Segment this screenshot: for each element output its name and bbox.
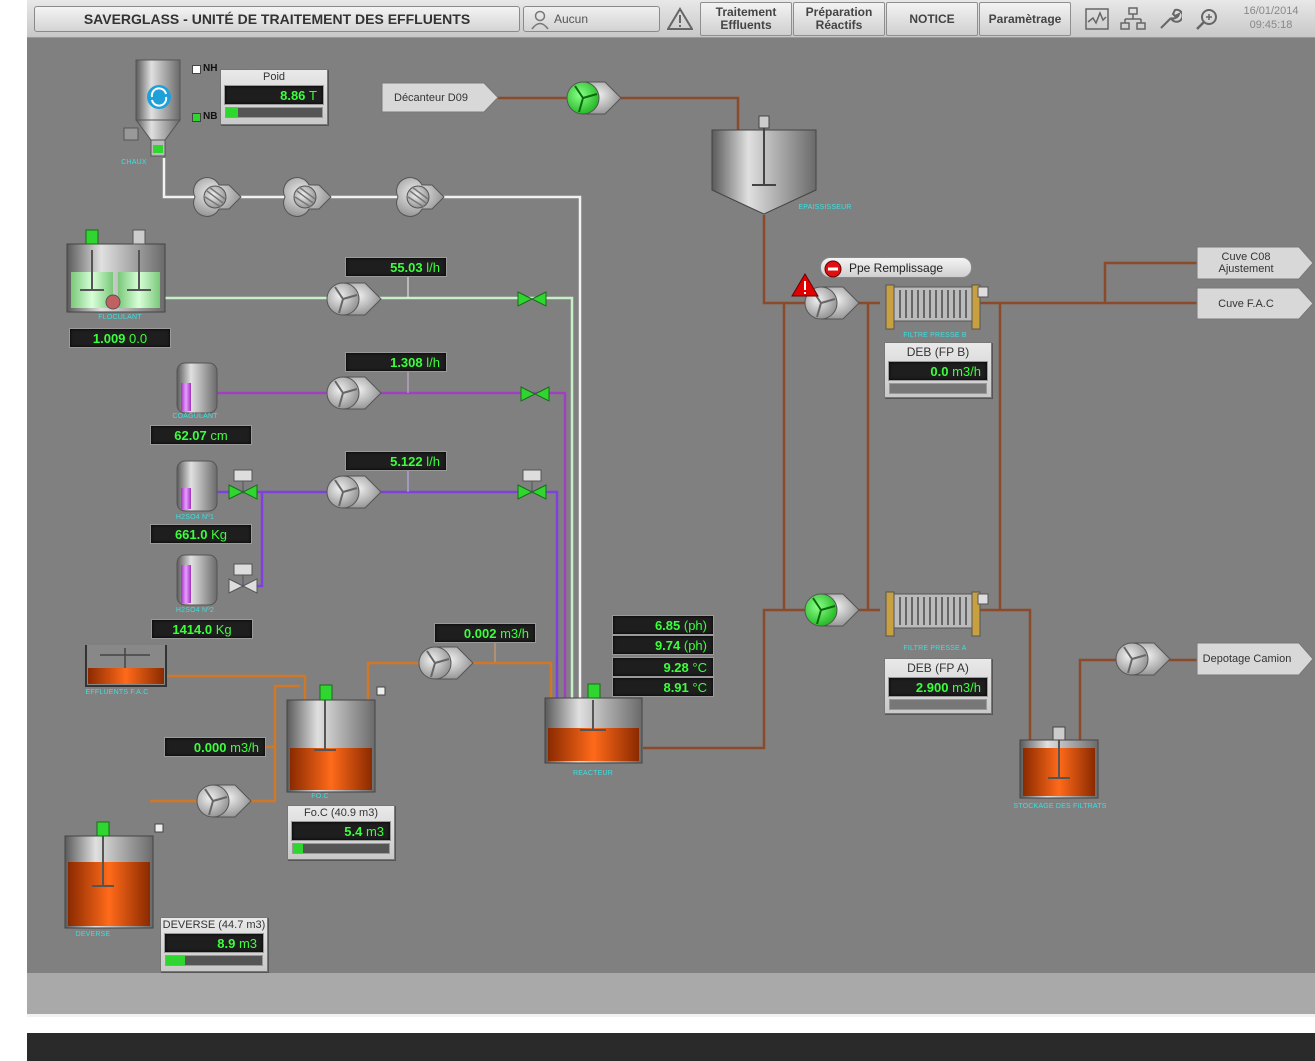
coagulant-tag: COAGULANT [172,413,218,420]
floculant-flow: 55.03 l/h [345,257,447,277]
h2so4-2-value: 1414.0 Kg [151,619,253,639]
user-name: Aucun [554,12,589,26]
deb-fp-a-panel[interactable]: DEB (FP A) 2.900 m3/h [884,658,992,714]
foc-flow: 0.002 m3/h [434,623,536,643]
pumps [196,81,1171,818]
h2so4-2-tag: H2SO4 Nº2 [175,607,215,614]
epaississeur-tag: EPAISSISSEUR [798,204,852,211]
epaississeur-tank [711,115,817,215]
chaux-silo [123,59,181,157]
poid-level-bar [225,107,323,118]
deverse-tag: DEVERSE [75,931,111,938]
pipe-h2so4 [215,490,559,700]
foc-tank [286,684,386,793]
process-canvas [27,38,1315,973]
nb-indicator [192,113,201,122]
valves [228,291,550,594]
effluents-fac-basin [85,645,167,687]
decanteur-d09-button[interactable]: Décanteur D09 [381,82,499,113]
h2so4-2-drum [176,554,218,606]
deb-fp-b-panel[interactable]: DEB (FP B) 0.0 m3/h [884,342,992,398]
h2so4-1-drum [176,460,218,512]
poid-level-fill [226,108,238,117]
warning-triangle-icon [791,273,819,297]
floculant-value: 1.009 0.0 [69,328,171,348]
deb-fp-b-bar [889,383,987,394]
alarm-warning-icon[interactable] [666,5,694,33]
user-field[interactable]: Aucun [523,6,660,32]
red-status-icon [824,260,842,278]
ppe-remplissage-alarm[interactable]: Ppe Remplissage [820,257,972,278]
pipe-floculant [165,296,574,700]
deb-fp-a-bar [889,699,987,710]
trend-chart-icon[interactable] [1083,5,1111,33]
chaux-tag: CHAUX [121,159,147,166]
foc-flow-2: 0.000 m3/h [164,737,266,757]
nav-parametrage[interactable]: Paramètrage [979,2,1071,36]
deverse-level-bar [165,955,263,966]
coagulant-value: 62.07 cm [150,425,252,445]
datetime: 16/01/2014 09:45:18 [1243,5,1299,31]
deverse-volume: 8.9 m3 [164,933,264,953]
nh-indicator [192,65,201,74]
reacteur-tank [544,683,643,764]
user-icon [531,10,549,30]
coagulant-drum [176,362,218,414]
nb-label: NB [203,111,218,122]
deb-fp-a-value: 2.900 m3/h [888,677,988,697]
floculant-tag: FLOCULANT [98,314,142,321]
h2so4-flow: 5.122 l/h [345,451,447,471]
deverse-panel[interactable]: DEVERSE (44.7 m3) 8.9 m3 [160,917,268,972]
reacteur-ph-1: 6.85 (ph) [612,615,714,635]
deverse-level-fill [166,956,186,965]
nh-label: NH [203,63,218,74]
deb-fp-b-value: 0.0 m3/h [888,361,988,381]
foc-volume: 5.4 m3 [291,821,391,841]
floculant-tanks [66,229,166,313]
zoom-icon[interactable] [1193,5,1221,33]
wrench-icon[interactable] [1156,5,1184,33]
foc-panel[interactable]: Fo.C (40.9 m3) 5.4 m3 [287,805,395,860]
poid-panel[interactable]: Poid 8.86 T [220,69,328,125]
indicator-leaders [407,277,496,663]
filtre-presse-b [885,284,989,330]
network-icon[interactable] [1119,5,1147,33]
coagulant-flow: 1.308 l/h [345,352,447,372]
h2so4-1-value: 661.0 Kg [150,524,252,544]
depotage-camion-button[interactable]: Depotage Camion [1196,642,1314,676]
stockage-filtrats-tag: STOCKAGE DES FILTRATS [1013,803,1107,810]
pipe-coagulant [215,391,567,700]
reacteur-tag: REACTEUR [572,770,614,777]
left-margin [0,0,27,1061]
effluents-fac-tag: EFFLUENTS F.A.C [85,689,149,696]
nav-notice[interactable]: NOTICE [886,2,978,36]
pipe-chaux [162,158,582,700]
status-area [27,973,1315,1017]
reacteur-temp-2: 8.91 °C [612,677,714,697]
filtre-presse-a-tag: FILTRE PRESSE A [903,645,967,652]
bottom-bar [27,1033,1315,1061]
h2so4-1-tag: H2SO4 Nº1 [175,514,215,521]
foc-tag: FO.C [311,793,329,800]
app-title: SAVERGLASS - UNITÉ DE TRAITEMENT DES EFF… [34,6,520,32]
poid-value: 8.86 T [224,85,324,105]
foc-level-fill [293,844,303,853]
foc-level-bar [292,843,390,854]
cuve-fac-button[interactable]: Cuve F.A.C [1196,287,1314,320]
filtre-presse-b-tag: FILTRE PRESSE B [903,332,967,339]
pipe-boues [498,96,1198,750]
screw-conveyors [193,177,445,217]
reacteur-ph-2: 9.74 (ph) [612,635,714,655]
deverse-tank [64,821,164,929]
filtre-presse-a [885,591,989,637]
reacteur-temp-1: 9.28 °C [612,657,714,677]
stockage-filtrats-tank [1019,726,1099,799]
